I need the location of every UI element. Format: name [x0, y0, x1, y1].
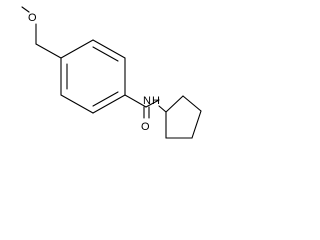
- cyclopentyl-bond-1: [165, 95, 184, 113]
- amide-bond: [145, 99, 160, 108]
- ring-inner-double-3: [92, 46, 119, 62]
- bond-lines: [21, 6, 202, 139]
- amide-nitrogen-label: N: [143, 95, 151, 107]
- structure-canvas: O O N H: [0, 0, 216, 154]
- ch2-ring-bond: [35, 43, 62, 59]
- amide-hydrogen-label: H: [152, 95, 160, 107]
- n-cyclopentyl-bond: [158, 105, 167, 113]
- ring-bond-2: [60, 94, 94, 114]
- carbonyl-oxygen-label: O: [141, 121, 150, 133]
- molecule-structure: O O N H: [21, 6, 202, 139]
- ring-inner-double-2: [92, 91, 119, 107]
- ring-bond-6: [60, 39, 94, 59]
- ring-carbonyl-bond: [124, 94, 147, 108]
- ether-oxygen-label: O: [28, 12, 37, 24]
- cyclopentyl-bond-2: [182, 95, 202, 112]
- ring-bond-5: [92, 39, 126, 59]
- ring-bond-3: [92, 94, 126, 114]
- cyclopentyl-bond-3: [191, 110, 202, 139]
- methyl-bond: [21, 6, 30, 13]
